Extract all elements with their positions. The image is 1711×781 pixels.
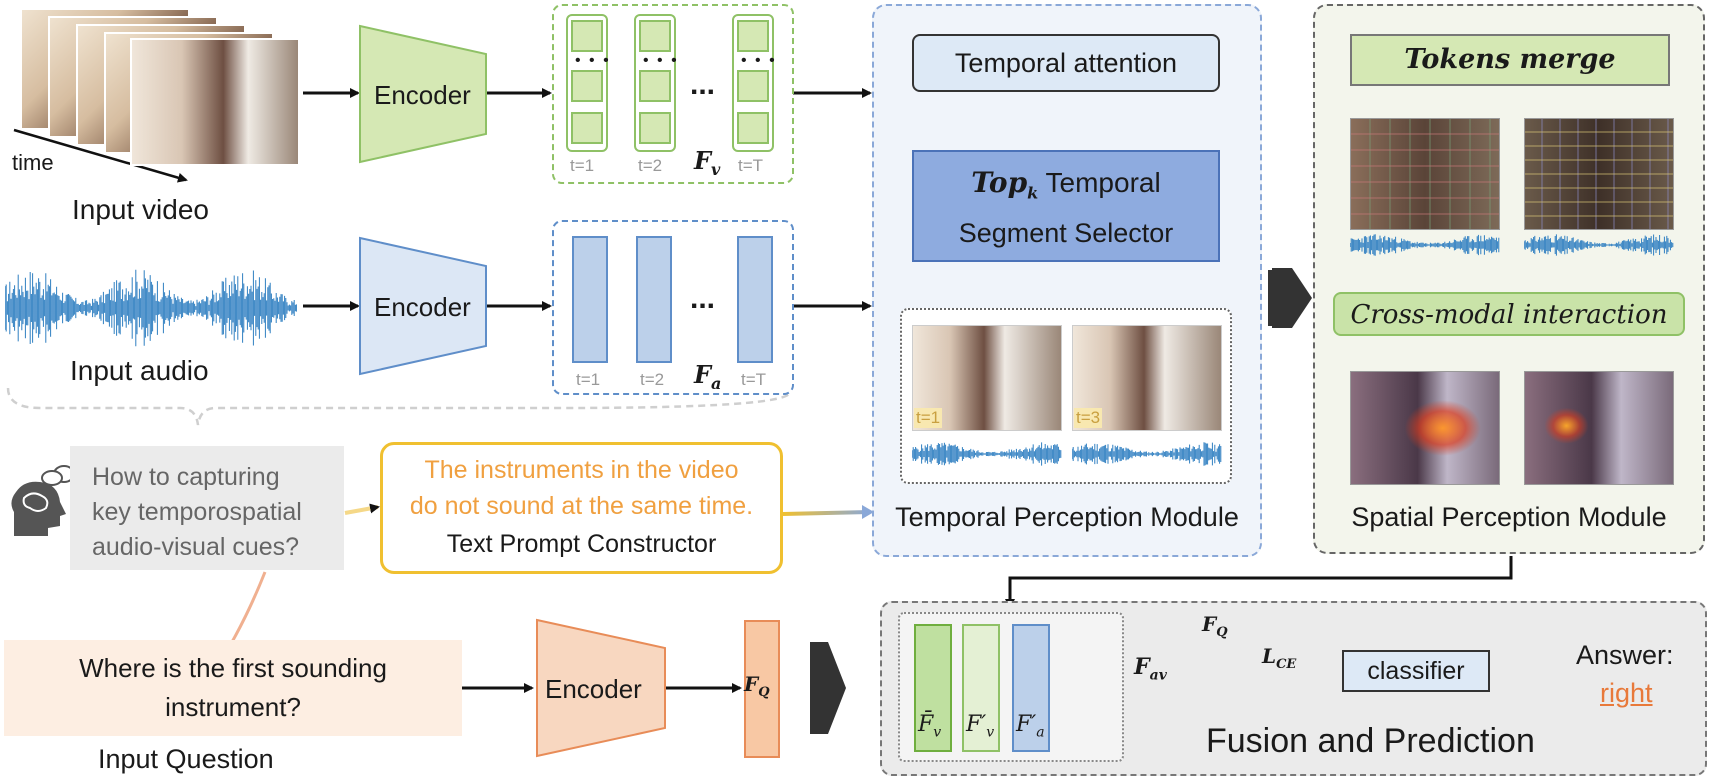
time-axis-arrow — [13, 128, 188, 183]
audio-encoder-shape — [359, 236, 487, 376]
input-question-line-2: instrument? — [165, 692, 301, 722]
text-prompt-constructor-box — [380, 442, 783, 574]
fused-feature-v-bar — [914, 624, 952, 752]
fq-bar-label: FQ — [744, 672, 770, 700]
audio-waveform — [5, 269, 297, 347]
arrow-prompt-to-temporal — [782, 510, 871, 516]
fq-feature-bar — [744, 620, 780, 758]
input-audio-caption: Input audio — [70, 355, 209, 386]
topk-selector-box — [912, 150, 1220, 262]
video-tick-2: t=2 — [638, 156, 663, 175]
arrow-think-to-prompt — [344, 503, 380, 515]
token-map-1 — [1350, 118, 1500, 230]
answer-label: Answer: — [1576, 640, 1674, 670]
fused-label-v-bar: F̄v — [918, 712, 942, 741]
time-axis-label: time — [12, 150, 54, 175]
lce-label: LCE — [1262, 644, 1297, 672]
text-prompt-line-2: do not sound at the same time. — [409, 492, 754, 520]
audio-feature-bar-1 — [572, 236, 608, 363]
audio-tick-1: t=1 — [576, 370, 601, 389]
segment-waveform-1 — [912, 442, 1062, 466]
topk-selector-subtitle: Segment Selector — [958, 218, 1174, 248]
audio-tick-T: t=T — [741, 370, 767, 389]
cross-modal-box — [1333, 292, 1685, 336]
topk-selector-title: Topk Temporal — [971, 166, 1161, 203]
audio-feature-panel — [552, 220, 794, 395]
video-tick-1: t=1 — [570, 156, 595, 175]
brace-dashed — [6, 387, 792, 426]
spatial-module-caption: Spatial Perception Module — [1351, 502, 1667, 532]
answer-value: right — [1600, 678, 1653, 708]
video-feature-panel — [552, 4, 794, 184]
input-question-box — [4, 640, 462, 736]
audio-feature-bar-T — [737, 236, 773, 363]
input-question-caption: Input Question — [98, 744, 274, 774]
input-video-caption: Input video — [72, 194, 209, 225]
fused-feature-v-prime — [962, 624, 1000, 752]
fq-fusion-label: FQ — [1202, 612, 1228, 640]
thinking-head-icon — [11, 465, 74, 536]
question-encoder-label: Encoder — [545, 674, 642, 704]
video-frame-stack — [20, 8, 300, 168]
temporal-module-caption: Temporal Perception Module — [895, 502, 1239, 532]
fav-label: Fav — [1134, 654, 1167, 684]
classifier-box — [1342, 650, 1490, 692]
audio-tick-2: t=2 — [640, 370, 665, 389]
heatmap-2 — [1524, 371, 1674, 485]
spatial-waveform-1 — [1350, 234, 1500, 256]
audio-feature-bar-2 — [636, 236, 672, 363]
input-question-line-1: Where is the first sounding — [79, 653, 387, 683]
audio-encoder-label: Encoder — [374, 292, 471, 322]
thinking-question-line-3: audio-visual cues? — [92, 533, 300, 561]
text-prompt-caption: Text Prompt Constructor — [446, 530, 717, 558]
tokens-merge-box — [1350, 34, 1670, 86]
tokens-merge-label: Tokens merge — [1404, 44, 1616, 75]
frame-tag-1: t=1 — [914, 408, 943, 428]
fused-feature-a-prime — [1012, 624, 1050, 752]
audio-feature-ellipsis: ... — [690, 282, 716, 315]
classifier-label: classifier — [1367, 657, 1465, 685]
fusion-module-caption: Fusion and Prediction — [1206, 722, 1535, 760]
temporal-attention-box — [912, 34, 1220, 92]
thinking-question-line-2: key temporospatial — [92, 498, 302, 526]
segment-waveform-2 — [1072, 442, 1222, 466]
text-prompt-line-1: The instruments in the video — [424, 456, 739, 484]
video-feature-ellipsis: ... — [690, 68, 716, 101]
heatmap-1 — [1350, 371, 1500, 485]
thinking-question-box — [70, 446, 344, 570]
thinking-question-line-1: How to capturing — [92, 463, 280, 491]
connector-question-to-think — [230, 571, 267, 643]
video-tick-T: t=T — [738, 156, 764, 175]
frame-tag-2: t=3 — [1074, 408, 1103, 428]
temporal-attention-label: Temporal attention — [954, 48, 1178, 78]
fv-label: Fv — [694, 146, 721, 179]
spatial-waveform-2 — [1524, 234, 1674, 256]
token-map-2 — [1524, 118, 1674, 230]
fused-label-a-prime: F′a — [1016, 712, 1045, 741]
video-encoder-shape — [359, 24, 487, 164]
cross-modal-label: Cross-modal interaction — [1350, 300, 1668, 330]
question-encoder-shape — [536, 618, 666, 758]
video-encoder-label: Encoder — [374, 80, 471, 110]
fused-label-v-prime: F′v — [966, 712, 995, 741]
fa-label: Fa — [694, 360, 722, 393]
